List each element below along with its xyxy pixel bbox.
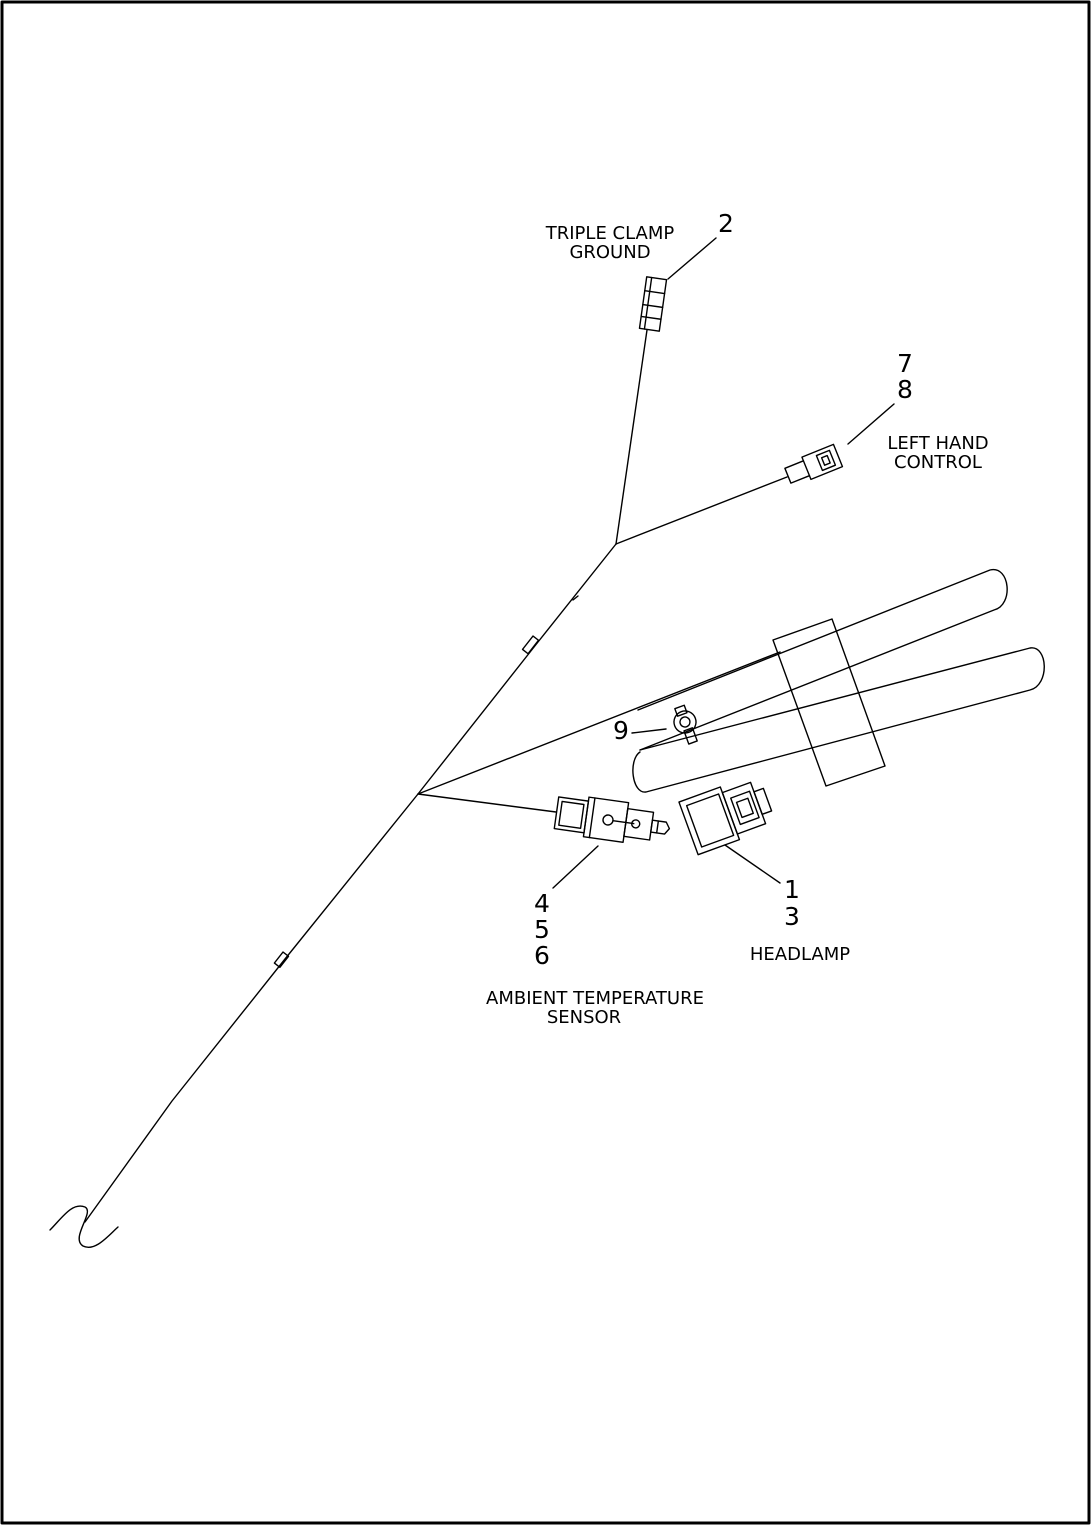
callout-1: 1	[784, 875, 800, 904]
headlamp-label: HEADLAMP	[730, 945, 870, 964]
headlamp-text: HEADLAMP	[749, 944, 851, 965]
callout-5: 5	[534, 915, 550, 944]
harness-clip	[631, 704, 698, 745]
triple-clamp-ground-branch	[615, 237, 717, 545]
callout-3: 3	[784, 902, 800, 931]
callout-7: 7	[897, 349, 913, 378]
callout-2: 2	[718, 209, 734, 238]
triple-clamp-line1: TRIPLE CLAMP	[545, 223, 675, 244]
callout-4: 4	[534, 889, 550, 918]
callout-8: 8	[897, 375, 913, 404]
ambient-line2: SENSOR	[546, 1007, 622, 1028]
fork-clamp-block	[772, 618, 886, 787]
ambient-temperature-sensor-label: AMBIENT TEMPERATURE SENSOR	[465, 989, 725, 1027]
left-hand-line2: CONTROL	[894, 452, 982, 473]
left-hand-line1: LEFT HAND	[887, 433, 989, 454]
triple-clamp-line2: GROUND	[569, 242, 651, 263]
left-hand-control-branch	[615, 403, 895, 545]
headlamp-connector	[678, 781, 781, 884]
ambient-sensor-branch-wire	[417, 793, 557, 813]
callout-6: 6	[534, 941, 550, 970]
main-harness-wire	[49, 543, 617, 1248]
headlamp-branch-wire	[417, 651, 781, 795]
fork-tubes	[632, 569, 1045, 793]
triple-clamp-ground-label: TRIPLE CLAMP GROUND	[530, 224, 690, 262]
ambient-line1: AMBIENT TEMPERATURE	[486, 988, 704, 1009]
callout-9: 9	[613, 716, 629, 745]
ambient-temperature-sensor-connector	[552, 796, 671, 889]
left-hand-control-label: LEFT HAND CONTROL	[868, 434, 1008, 472]
